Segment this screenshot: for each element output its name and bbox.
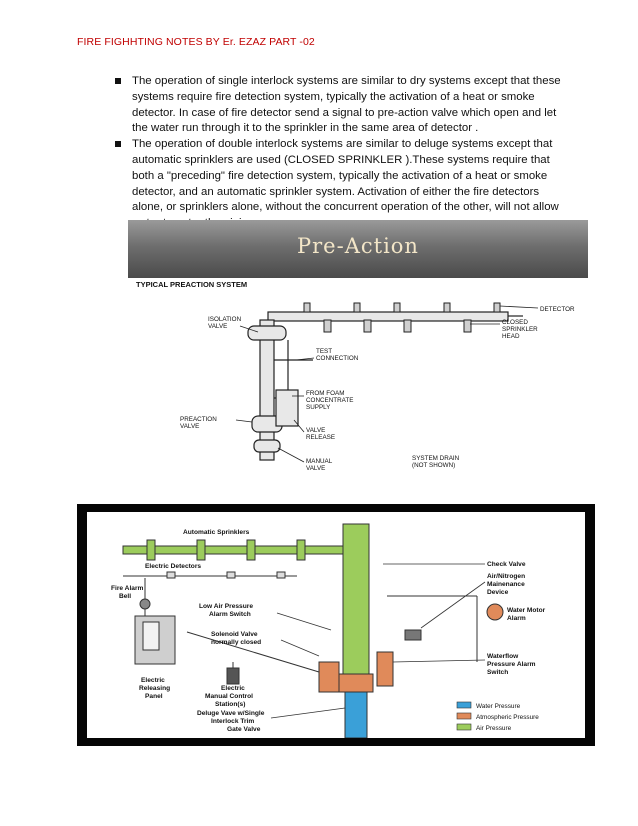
riser-air-pipe <box>343 524 369 674</box>
label-manual-station: Electric <box>221 685 245 692</box>
bullet-item: The operation of single interlock system… <box>118 74 568 137</box>
square-bullet-icon <box>115 141 121 147</box>
svg-text:normally closed: normally closed <box>211 639 261 646</box>
label-solenoid-valve: Solenoid Valve <box>211 631 258 638</box>
label-waterflow-switch: Waterflow <box>487 653 519 660</box>
bullet-list: The operation of single interlock system… <box>118 74 568 232</box>
detector-icon <box>354 303 360 312</box>
detector-icon <box>227 572 235 578</box>
cross-main-pipe <box>268 312 508 321</box>
label-detector: DETECTOR <box>540 306 575 313</box>
label-automatic-sprinklers: Automatic Sprinklers <box>183 529 250 536</box>
label-closed-sprinkler: CLOSED <box>502 319 528 326</box>
svg-text:VALVE: VALVE <box>208 323 227 330</box>
manual-control-station <box>227 668 239 684</box>
sprinkler-main-pipe <box>123 546 353 554</box>
svg-text:CONCENTRATE: CONCENTRATE <box>306 397 353 404</box>
square-bullet-icon <box>115 78 121 84</box>
svg-text:CONNECTION: CONNECTION <box>316 355 359 362</box>
svg-text:Interlock Trim: Interlock Trim <box>211 718 254 725</box>
svg-text:Station(s): Station(s) <box>215 701 245 708</box>
isolation-valve <box>248 326 286 340</box>
svg-text:Bell: Bell <box>119 593 131 600</box>
svg-text:Releasing: Releasing <box>139 685 170 692</box>
label-check-valve: Check Valve <box>487 561 526 568</box>
alarm-bell-icon <box>140 599 150 609</box>
manual-valve <box>254 440 280 452</box>
label-fire-alarm-bell: Fire Alarm <box>111 585 144 592</box>
detector-icon <box>167 572 175 578</box>
label-releasing-panel: Electric <box>141 677 165 684</box>
sprinkler-head <box>364 320 371 332</box>
label-gate-valve: Gate Valve <box>227 726 261 733</box>
label-preaction-valve: PREACTION <box>180 416 217 423</box>
single-interlock-diagram: Automatic Sprinklers Electric Detectors … <box>87 512 585 738</box>
svg-text:Alarm Switch: Alarm Switch <box>209 611 251 618</box>
trim-piping <box>377 652 393 686</box>
label-deluge-valve: Deluge Vave w/Single <box>197 710 265 717</box>
bullet-text: The operation of double interlock system… <box>132 137 568 232</box>
sprinkler-head <box>147 540 155 560</box>
label-low-air-switch: Low Air Pressure <box>199 603 253 610</box>
label-test-connection: TEST <box>316 348 332 355</box>
sprinkler-head <box>404 320 411 332</box>
detector-icon <box>494 303 500 312</box>
single-interlock-panel: Automatic Sprinklers Electric Detectors … <box>87 512 585 738</box>
label-air-nitrogen: Air/Nitrogen <box>487 573 525 580</box>
svg-text:(NOT SHOWN): (NOT SHOWN) <box>412 462 455 469</box>
diagram-title: TYPICAL PREACTION SYSTEM <box>136 280 247 289</box>
detector-icon <box>277 572 285 578</box>
detector-icon <box>304 303 310 312</box>
legend-label-water: Water Pressure <box>476 703 521 710</box>
svg-text:SUPPLY: SUPPLY <box>306 404 331 411</box>
bullet-item: The operation of double interlock system… <box>118 137 568 232</box>
legend-label-atmospheric: Atmospheric Pressure <box>476 714 539 721</box>
svg-text:Alarm: Alarm <box>507 615 526 622</box>
svg-text:HEAD: HEAD <box>502 333 520 340</box>
detector-icon <box>394 303 400 312</box>
water-motor-alarm-icon <box>487 604 503 620</box>
svg-text:Pressure Alarm: Pressure Alarm <box>487 661 536 668</box>
label-foam-supply: FROM FOAM <box>306 390 344 397</box>
sprinkler-head <box>297 540 305 560</box>
preaction-diagram: TYPICAL PREACTION SYSTEM <box>128 220 588 472</box>
legend-swatch-air <box>457 724 471 730</box>
svg-text:Manual Control: Manual Control <box>205 693 253 700</box>
sprinkler-head <box>247 540 255 560</box>
preaction-figure: Pre-Action TYPICAL PREACTION SYSTEM <box>128 220 588 472</box>
bullet-text: The operation of single interlock system… <box>132 74 568 137</box>
legend-swatch-water <box>457 702 471 708</box>
deluge-valve-body <box>339 674 373 692</box>
svg-text:Panel: Panel <box>145 693 163 700</box>
sprinkler-head <box>197 540 205 560</box>
water-supply-pipe <box>345 692 367 738</box>
riser-pipe <box>260 320 274 460</box>
svg-text:RELEASE: RELEASE <box>306 434 335 441</box>
trim-piping <box>319 662 339 692</box>
single-interlock-figure: Automatic Sprinklers Electric Detectors … <box>77 504 595 746</box>
legend-swatch-atmospheric <box>457 713 471 719</box>
air-maintenance-device <box>405 630 421 640</box>
label-isolation-valve: ISOLATION <box>208 316 242 323</box>
svg-text:Mainenance: Mainenance <box>487 581 525 588</box>
detector-icon <box>444 303 450 312</box>
svg-text:VALVE: VALVE <box>180 423 199 430</box>
sprinkler-head <box>464 320 471 332</box>
label-valve-release: VALVE <box>306 427 325 434</box>
page-header: FIRE FIGHHTING NOTES BY Er. EZAZ PART -0… <box>77 36 315 48</box>
pressure-legend: Water Pressure Atmospheric Pressure Air … <box>457 702 539 732</box>
sprinkler-head <box>324 320 331 332</box>
label-electric-detectors: Electric Detectors <box>145 563 201 570</box>
svg-text:Device: Device <box>487 589 509 596</box>
legend-label-air: Air Pressure <box>476 725 512 732</box>
label-water-motor-alarm: Water Motor <box>507 607 546 614</box>
svg-text:Switch: Switch <box>487 669 508 676</box>
label-manual-valve: MANUAL <box>306 458 333 465</box>
label-system-drain: SYSTEM DRAIN <box>412 455 460 462</box>
svg-text:SPRINKLER: SPRINKLER <box>502 326 538 333</box>
svg-text:VALVE: VALVE <box>306 465 325 472</box>
